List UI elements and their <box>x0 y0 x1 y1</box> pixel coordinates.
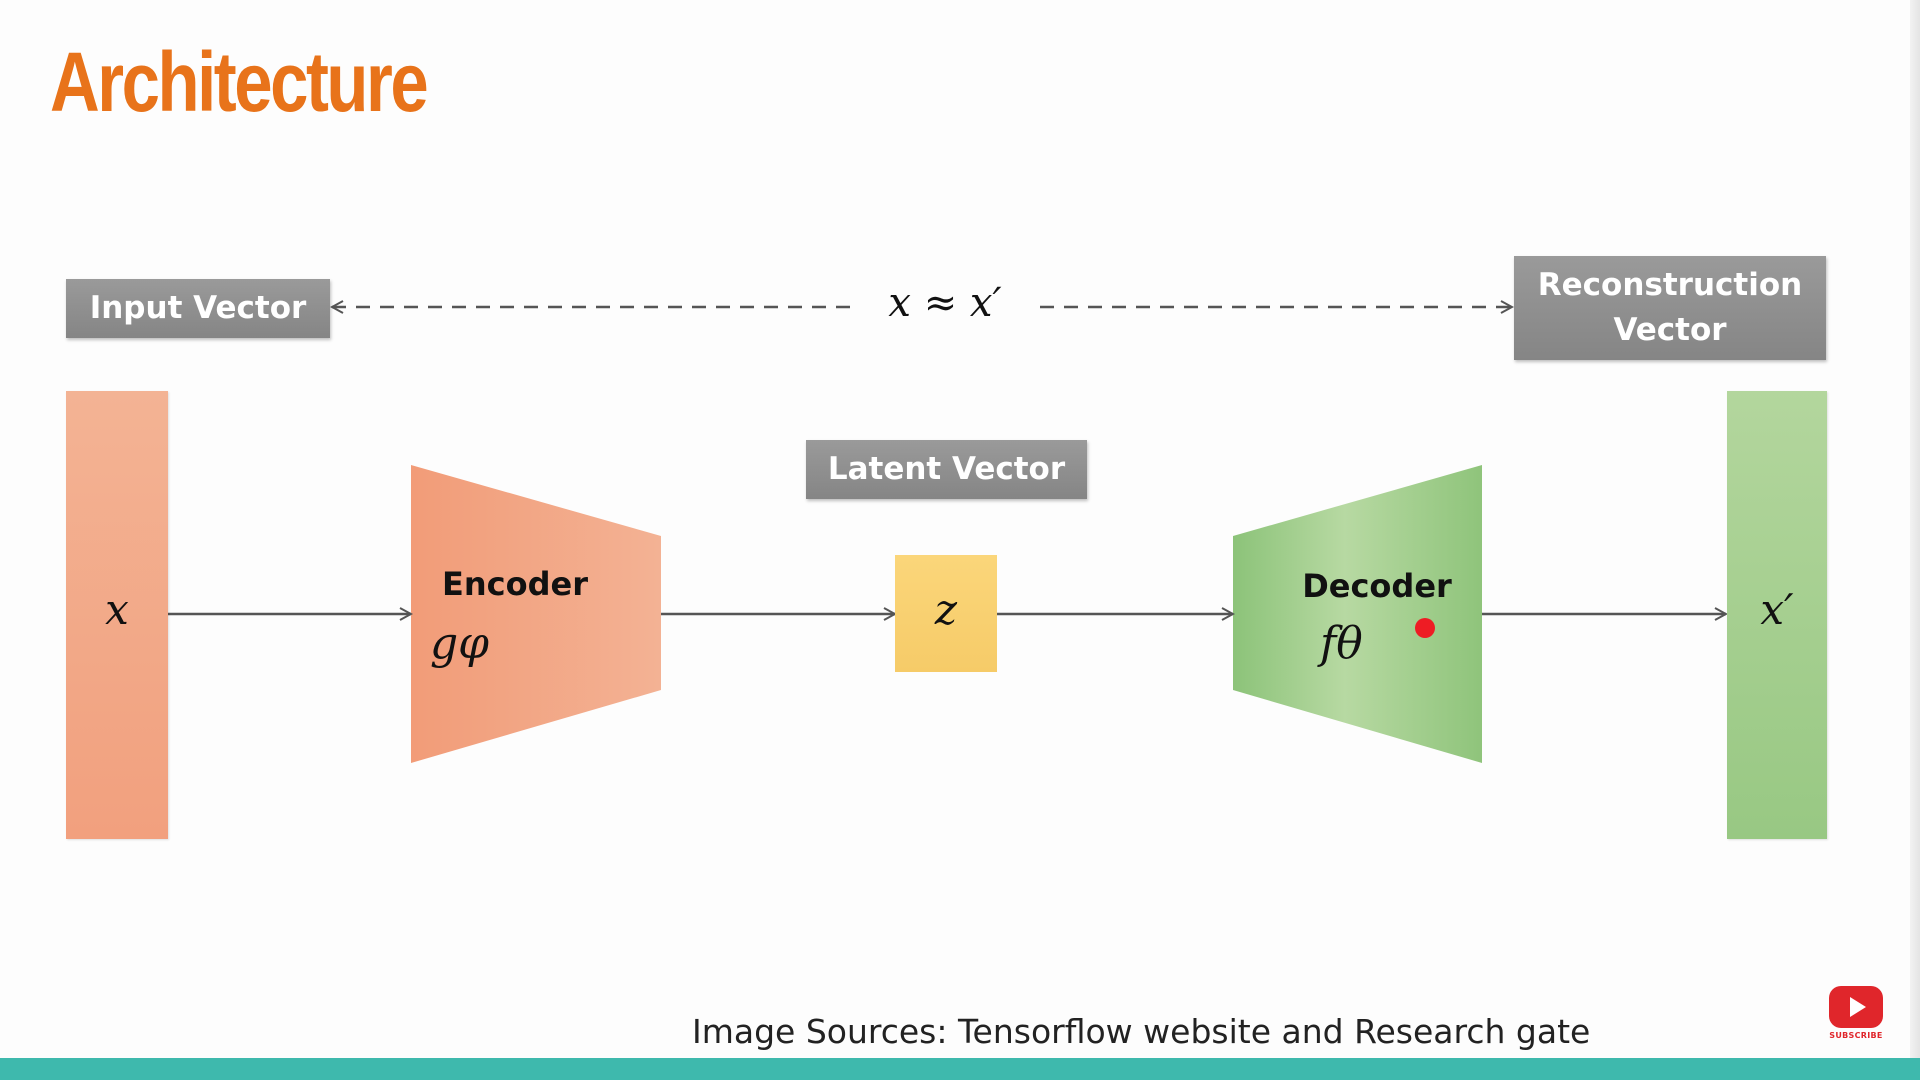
decoder-block <box>1233 465 1482 763</box>
reconstruction-vector-label: Reconstruction Vector <box>1514 256 1826 360</box>
bottom-accent-bar <box>0 1058 1920 1080</box>
reconstruction-vector-text-line1: Reconstruction <box>1537 267 1803 304</box>
encoder-block <box>411 465 661 763</box>
encoder-function: gφ <box>430 618 489 669</box>
slide-title: Architecture <box>50 35 429 129</box>
input-vector-text: Input Vector <box>89 290 307 327</box>
subscribe-label: SUBSCRIBE <box>1829 1031 1883 1040</box>
decoder-label: Decoder <box>1302 567 1452 605</box>
output-variable-x-prime: x′ <box>1760 585 1794 634</box>
output-vector-bar <box>1727 391 1827 839</box>
latent-vector-label: Latent Vector <box>806 440 1087 499</box>
latent-variable-z: z <box>934 585 958 634</box>
input-variable-x: x <box>105 585 129 634</box>
red-dot-pointer <box>1415 618 1435 638</box>
approximation-expression: x ≈ x′ <box>860 280 1030 326</box>
decoder-function: fθ <box>1320 618 1363 669</box>
reconstruction-vector-text-line2: Vector <box>1613 312 1727 348</box>
latent-vector-box <box>895 555 997 672</box>
input-vector-label: Input Vector <box>66 279 330 338</box>
encoder-label: Encoder <box>442 565 588 603</box>
input-vector-bar <box>66 391 168 839</box>
youtube-play-icon[interactable] <box>1829 986 1883 1028</box>
subscribe-button[interactable]: SUBSCRIBE <box>1828 986 1884 1040</box>
image-source-note: Image Sources: Tensorflow website and Re… <box>692 1012 1591 1051</box>
slide-edge <box>1910 0 1920 1080</box>
latent-vector-text: Latent Vector <box>827 451 1066 488</box>
